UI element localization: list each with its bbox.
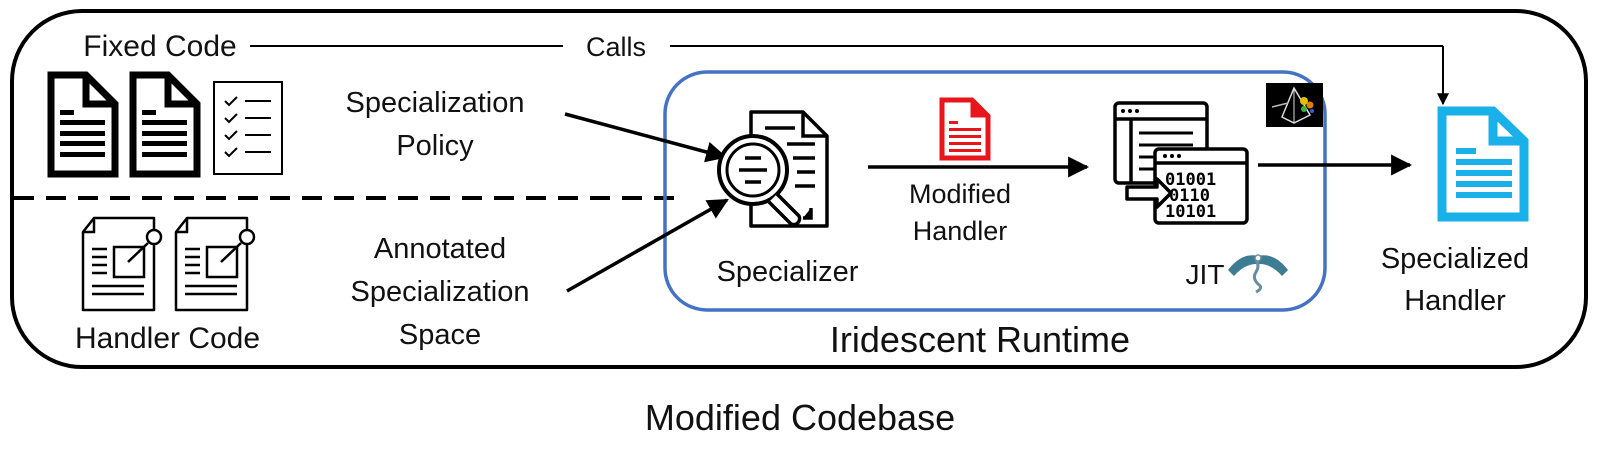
specialization-policy-line-1: Specialization: [345, 87, 525, 119]
specialization-policy-label: Specialization Policy: [315, 86, 555, 163]
handler-code-label: Handler Code: [74, 322, 261, 355]
svg-text:10101: 10101: [1165, 202, 1216, 222]
magnifier-document-icon: [717, 110, 829, 228]
modified-codebase-label: Modified Codebase: [644, 397, 956, 438]
red-document-icon: [939, 97, 991, 161]
annotated-space-line-3: Space: [398, 319, 482, 351]
modified-handler-line-1: Modified: [908, 179, 1012, 209]
specialized-handler-line-1: Specialized: [1380, 243, 1530, 275]
svg-text:0110: 0110: [1169, 186, 1210, 206]
policy-arrow: [564, 112, 728, 163]
iridescent-runtime-label: Iridescent Runtime: [829, 319, 1131, 360]
code-to-binary-icon: 01001 0110 10101: [1113, 101, 1249, 225]
space-arrow: [566, 198, 729, 293]
checklist-icon: [213, 81, 283, 175]
prism-gears-logo: [1266, 83, 1323, 127]
annotated-document-icon: [174, 216, 256, 312]
svg-text:01001: 01001: [1165, 170, 1216, 190]
document-icon: [129, 71, 201, 178]
calls-arrow: [248, 45, 1449, 106]
annotated-space-line-1: Annotated: [373, 233, 507, 265]
specializer-label: Specializer: [716, 256, 859, 288]
specialized-handler-line-2: Handler: [1404, 285, 1506, 317]
modified-codebase-container: [10, 9, 1588, 369]
annotated-space-label: Annotated Specialization Space: [320, 228, 560, 357]
calls-label: Calls: [585, 32, 646, 62]
blue-document-icon: [1437, 106, 1529, 222]
document-icon: [47, 71, 119, 178]
specialized-handler-label: Specialized Handler: [1360, 238, 1550, 322]
specialization-policy-line-2: Policy: [396, 130, 474, 162]
llvm-dragon-logo: [1228, 254, 1288, 294]
modified-handler-label: Modified Handler: [885, 176, 1035, 250]
iridescent-runtime-container: [663, 70, 1327, 312]
modified-handler-line-2: Handler: [912, 216, 1008, 246]
annotated-document-icon: [81, 216, 163, 312]
fixed-code-label: Fixed Code: [70, 30, 250, 64]
annotated-space-line-2: Specialization: [350, 276, 530, 308]
jit-label: JIT: [1185, 259, 1225, 290]
